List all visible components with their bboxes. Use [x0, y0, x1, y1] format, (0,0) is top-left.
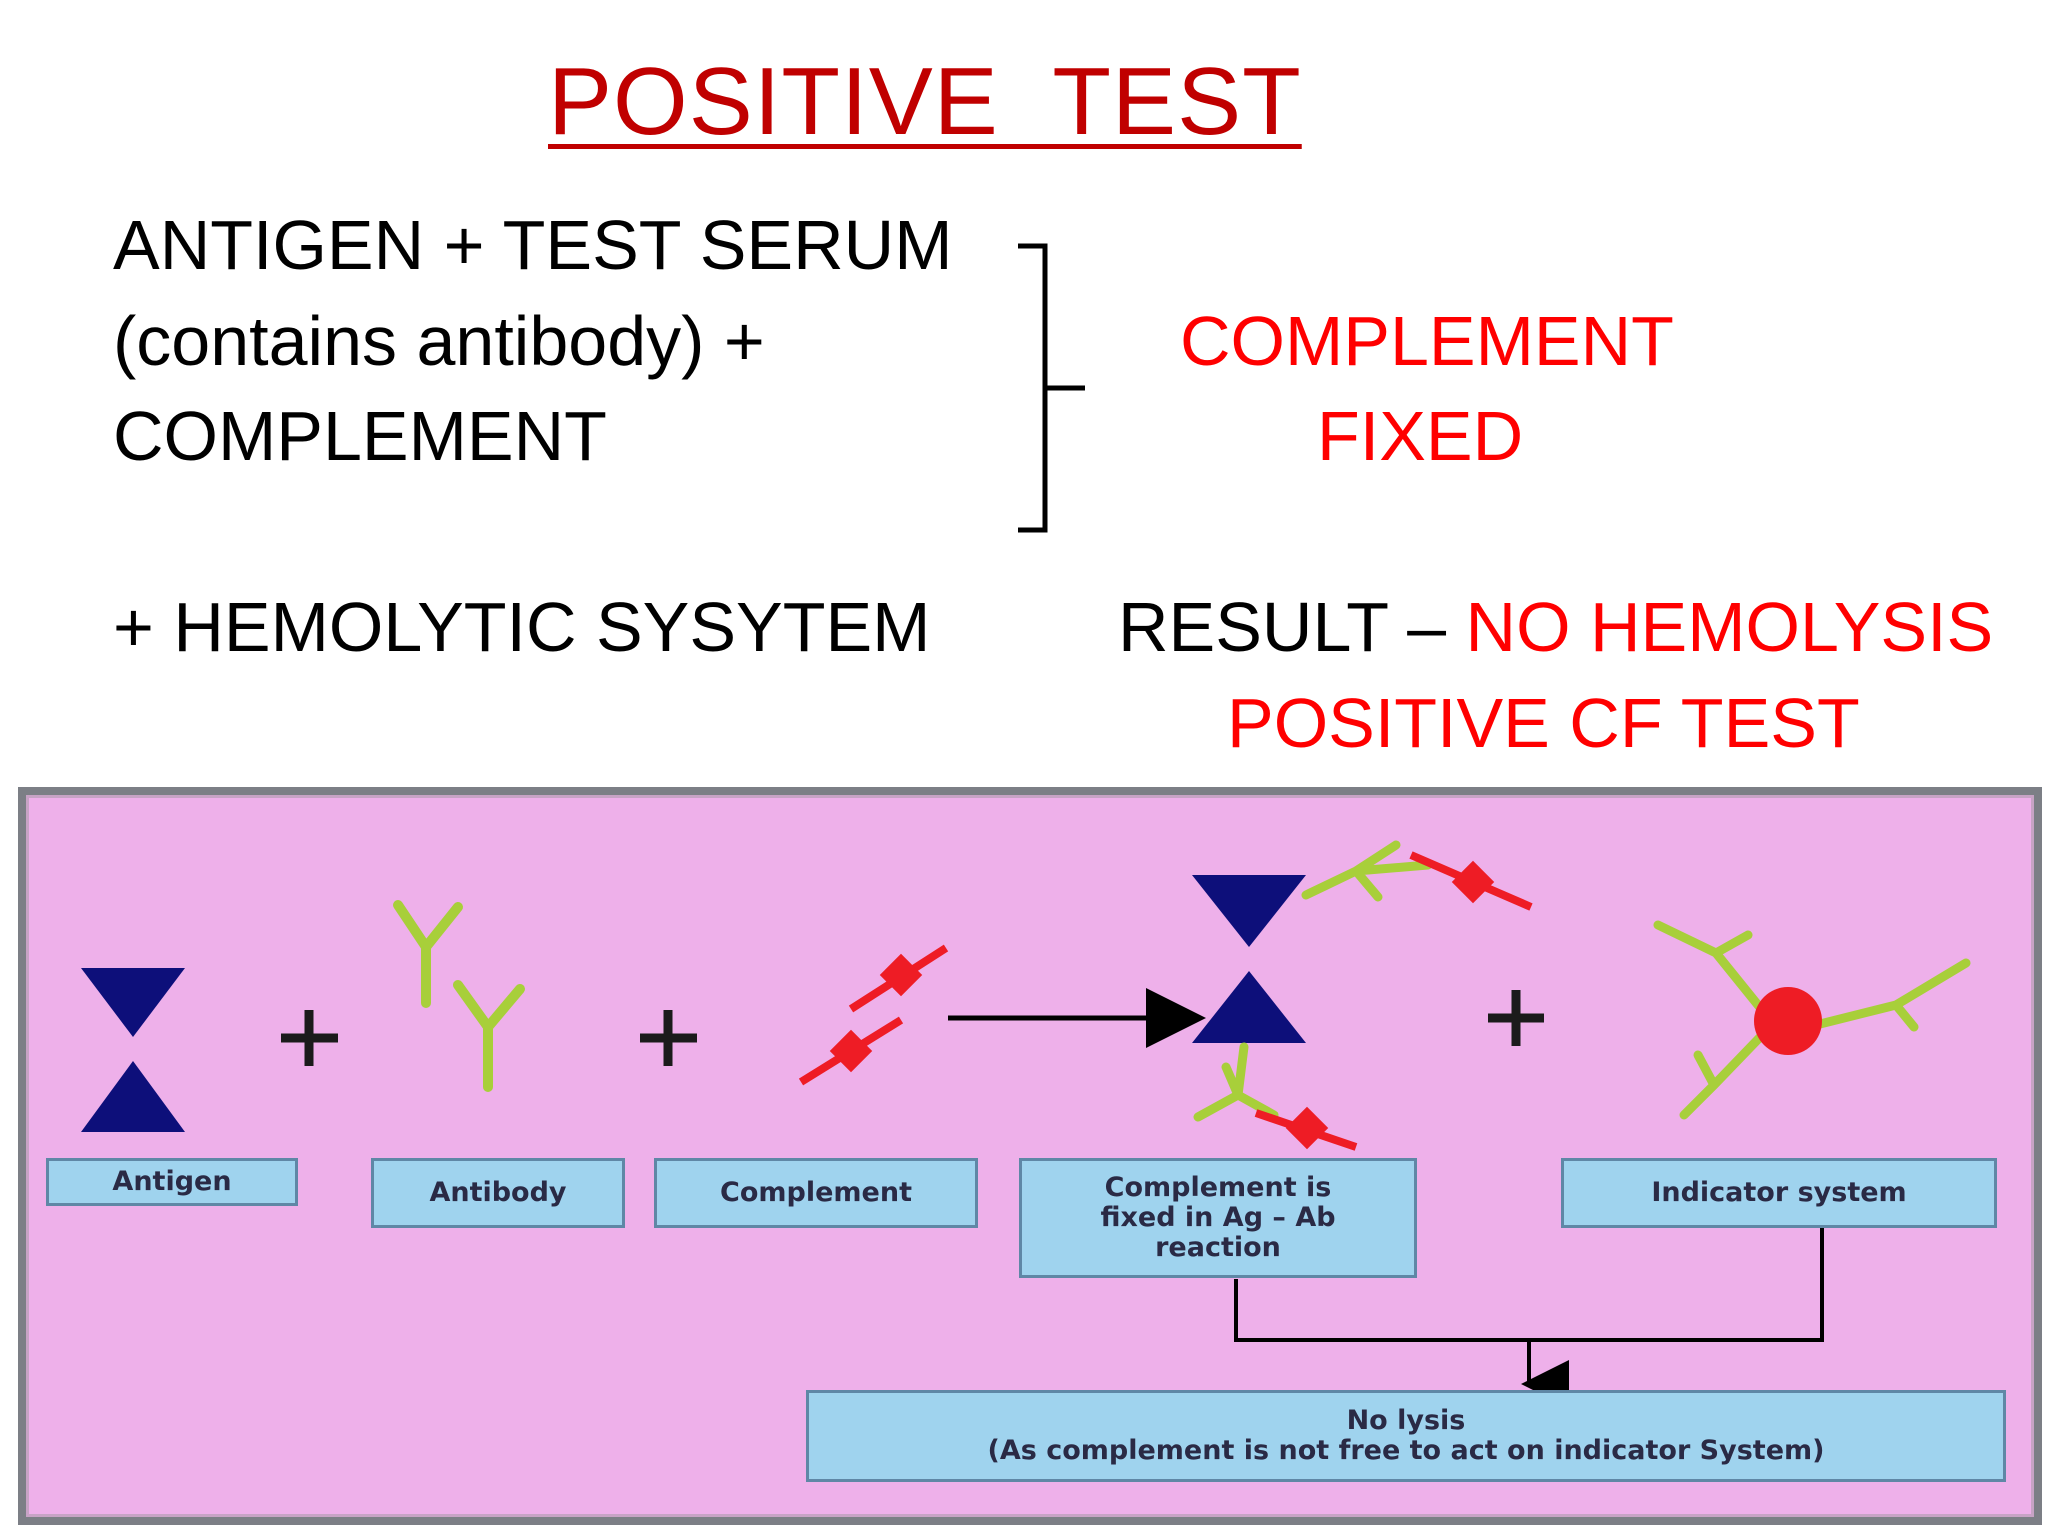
indicator-system-label: Indicator system: [1561, 1158, 1997, 1228]
page-title: POSITIVE TEST: [548, 48, 1302, 155]
complement-icon: [798, 944, 949, 1086]
left-line-contains-antibody: (contains antibody) +: [113, 302, 765, 380]
plus-icon-1: [281, 1010, 338, 1066]
result-prefix: RESULT –: [1118, 588, 1466, 666]
antigen-label: Antigen: [46, 1158, 298, 1206]
no-lysis-label: No lysis (As complement is not free to a…: [806, 1390, 2006, 1482]
complement-label: Complement: [654, 1158, 978, 1228]
plus-icon-3: [1488, 990, 1544, 1046]
left-line-hemolytic-system: + HEMOLYTIC SYSYTEM: [113, 588, 931, 666]
diagram-panel: Antigen Antibody Complement Complement i…: [18, 787, 2042, 1525]
complement-fixed-label: Complement is fixed in Ag – Ab reaction: [1019, 1158, 1417, 1278]
antibody-label: Antibody: [371, 1158, 625, 1228]
positive-cf-test: POSITIVE CF TEST: [1227, 684, 1860, 762]
antigen-icon: [81, 968, 185, 1132]
diagram-art: [81, 840, 1971, 1408]
complement-fixed-line1: COMPLEMENT: [1180, 302, 1674, 380]
result-value: NO HEMOLYSIS: [1465, 588, 1994, 666]
antibody-icon: [393, 900, 525, 1092]
result-line: RESULT – NO HEMOLYSIS: [1118, 592, 1993, 662]
connector-lines: [1234, 1226, 1824, 1408]
fixed-complex-icon: [1192, 840, 1533, 1151]
left-line-antigen-serum: ANTIGEN + TEST SERUM: [113, 206, 953, 284]
curly-brace: [1018, 243, 1085, 533]
complement-fixed-line2: FIXED: [1317, 397, 1524, 475]
indicator-system-icon: [1653, 920, 1971, 1120]
plus-icon-2: [640, 1010, 697, 1066]
left-line-complement: COMPLEMENT: [113, 397, 607, 475]
